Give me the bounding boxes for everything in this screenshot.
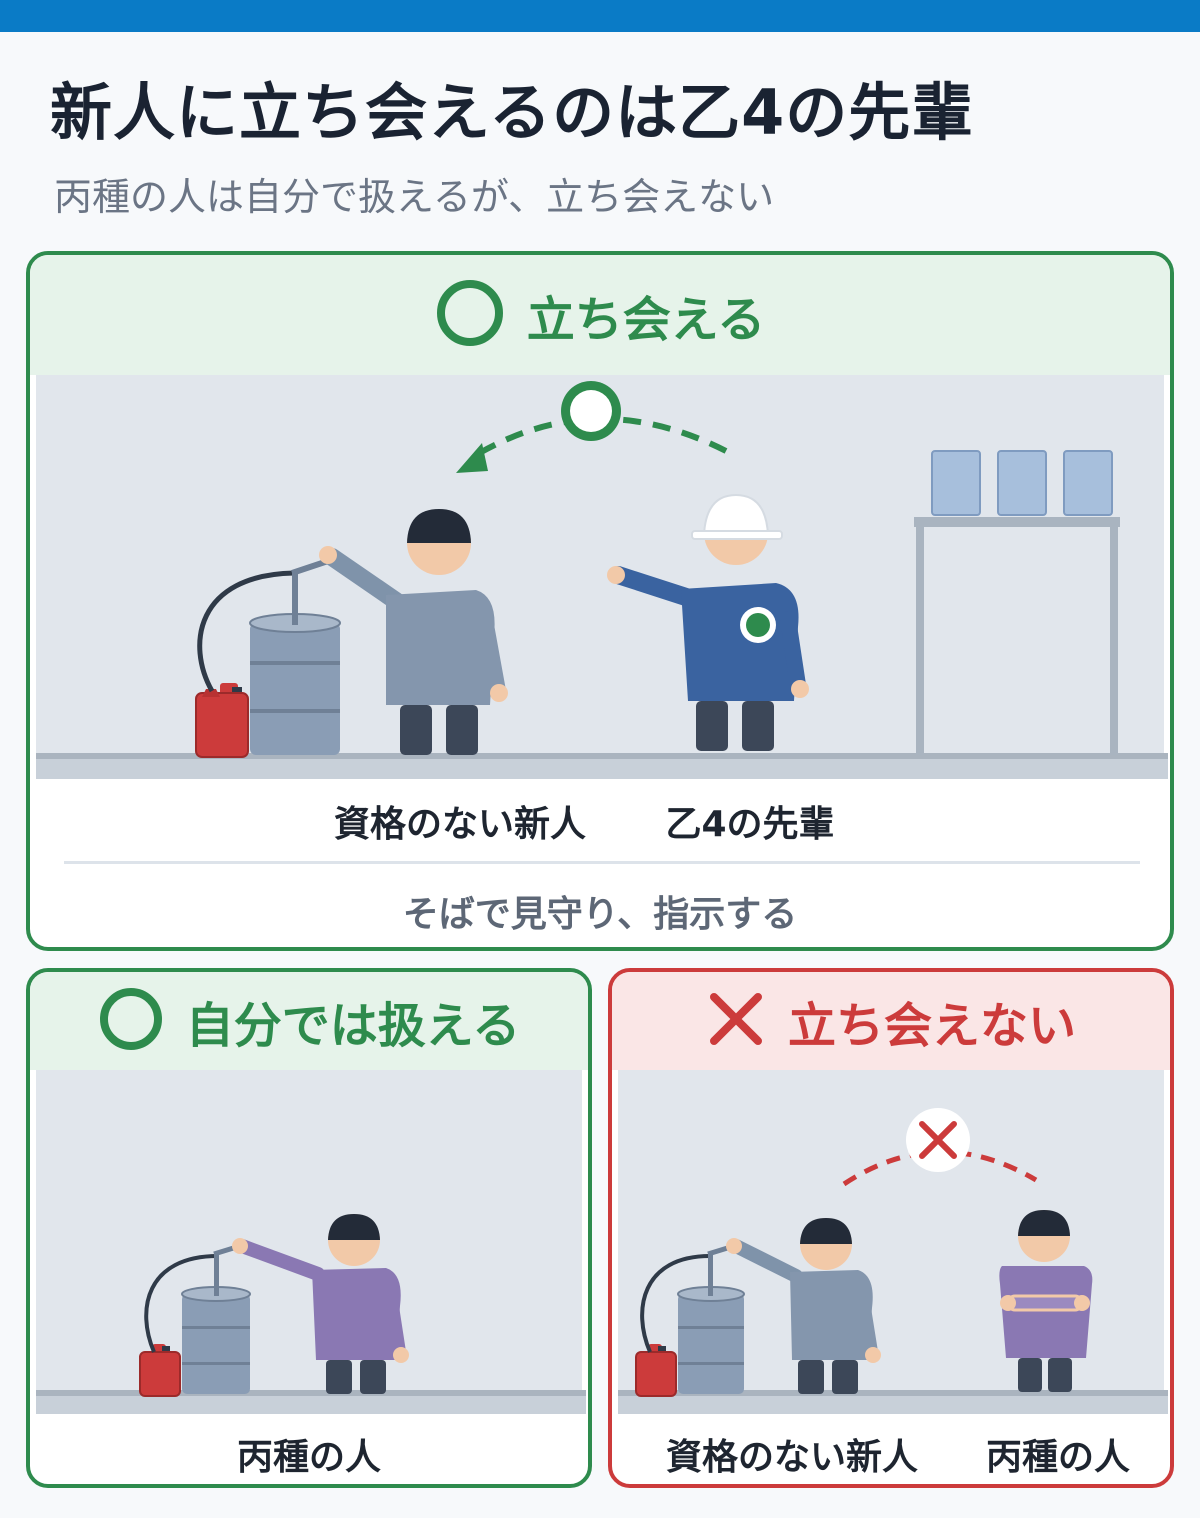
panel-header: 自分では扱える [30, 972, 588, 1070]
newcomer-figure [726, 1218, 881, 1394]
page-title: 新人に立ち会えるのは乙4の先輩 [50, 76, 975, 149]
page-subtitle: 丙種の人は自分で扱えるが、立ち会えない [54, 175, 775, 219]
red-fuel-can-icon [195, 683, 249, 758]
circle-mark-icon [435, 278, 505, 352]
scene-illustration [36, 375, 1168, 779]
caption-divider [64, 861, 1140, 864]
ok-badge-icon [561, 381, 621, 441]
caption-heishu-person: 丙種の人 [985, 1437, 1130, 1478]
supervision-note: そばで見守り、指示する [402, 894, 798, 935]
senior-otsu4-figure [607, 493, 809, 751]
panel-header: 立ち会えない [612, 972, 1170, 1070]
caption-newcomer: 資格のない新人 [333, 804, 586, 845]
panel-can-supervise: 立ち会える [26, 251, 1174, 951]
panel-cannot-supervise: 立ち会えない [608, 968, 1174, 1488]
caption-heishu-person: 丙種の人 [236, 1437, 381, 1478]
caption-newcomer: 資格のない新人 [665, 1437, 918, 1478]
cross-mark-icon [706, 989, 766, 1053]
scene-illustration [36, 1070, 586, 1414]
cross-badge-icon [906, 1108, 970, 1172]
oil-drum-icon [181, 1243, 251, 1394]
oil-drum-icon [249, 558, 341, 755]
top-accent-bar [0, 0, 1200, 32]
red-fuel-can-icon [635, 1344, 677, 1397]
heishu-person-figure [232, 1214, 409, 1394]
panel-heading: 立ち会える [526, 292, 766, 348]
scene-illustration [618, 1070, 1168, 1414]
storage-shelf-icon [914, 450, 1120, 755]
panel-heading: 立ち会えない [787, 998, 1076, 1054]
oil-drum-icon [677, 1243, 745, 1394]
panel-can-handle-self: 自分では扱える [26, 968, 592, 1488]
circle-mark-icon [98, 986, 164, 1056]
panel-heading: 自分では扱える [185, 998, 521, 1054]
heishu-person-figure [999, 1210, 1093, 1392]
caption-senior: 乙4の先輩 [665, 804, 835, 845]
red-fuel-can-icon [139, 1344, 181, 1397]
panel-header: 立ち会える [30, 255, 1170, 375]
arrow-head-icon [456, 443, 488, 473]
newcomer-figure [319, 509, 508, 755]
